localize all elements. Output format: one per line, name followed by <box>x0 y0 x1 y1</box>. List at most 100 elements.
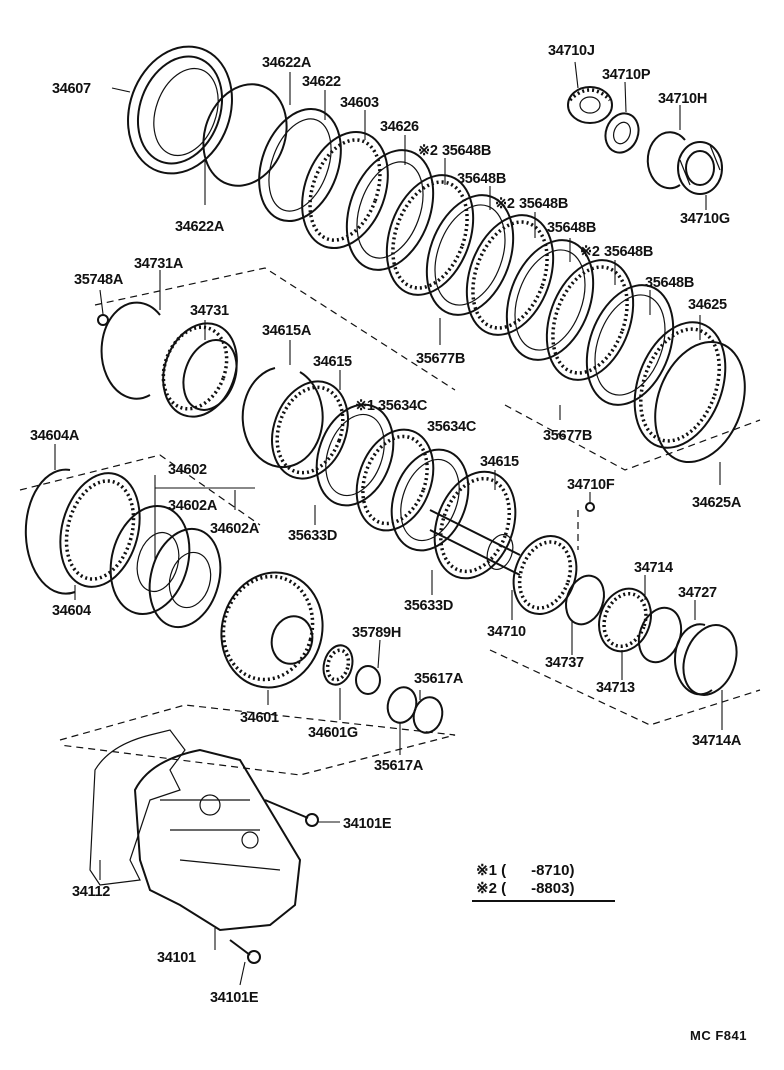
piston-34622 <box>258 107 342 223</box>
legend: ※1 ( -8710) ※2 ( -8803) <box>472 862 615 902</box>
label-35648B-c: 35648B <box>519 196 568 212</box>
label-35617A-b: 35617A <box>374 758 424 774</box>
label-34714: 34714 <box>634 560 673 576</box>
race-34714 <box>637 606 683 664</box>
label-35617A-a: 35617A <box>414 671 464 687</box>
mark-2-a: ※2 <box>418 143 438 159</box>
flange-34625 <box>633 321 727 449</box>
label-34626: 34626 <box>380 119 419 135</box>
label-34710F: 34710F <box>567 477 615 493</box>
case-34101 <box>133 748 302 932</box>
label-35648B-b: 35648B <box>457 171 506 187</box>
clutch-plate-stack <box>385 174 675 406</box>
snap-ring-34625A <box>654 340 746 464</box>
o-rings-34602A <box>148 527 222 629</box>
label-34727: 34727 <box>678 585 717 601</box>
label-35648B-a: 35648B <box>442 143 491 159</box>
label-34615-lower: 34615 <box>480 454 519 470</box>
label-34622A-bottom: 34622A <box>175 219 225 235</box>
plate-34615-lower <box>433 470 517 580</box>
plate-34615-upper <box>271 380 349 480</box>
bearing-34710G <box>677 141 723 195</box>
label-34731A: 34731A <box>134 256 184 272</box>
label-34607: 34607 <box>52 81 91 97</box>
label-34710: 34710 <box>487 624 526 640</box>
bearing-34601G <box>322 644 354 686</box>
snap-ring-34714A <box>682 624 738 696</box>
label-34604: 34604 <box>52 603 91 619</box>
label-35789H: 35789H <box>352 625 401 641</box>
snap-ring-34710H <box>646 131 686 190</box>
mark-2-c: ※2 <box>580 244 600 260</box>
label-35633D-b: 35633D <box>404 598 453 614</box>
label-35648B-e: 35648B <box>604 244 653 260</box>
label-34622: 34622 <box>302 74 341 90</box>
label-34710P: 34710P <box>602 67 651 83</box>
clutch-drum-34607 <box>127 45 233 175</box>
washer-34710P <box>604 112 640 154</box>
group-outline-upper <box>94 267 761 471</box>
label-34101: 34101 <box>157 950 196 966</box>
group-outline-middle <box>19 454 761 726</box>
snap-ring-34622A-top <box>202 83 288 187</box>
label-34625A: 34625A <box>692 495 742 511</box>
label-34710J: 34710J <box>548 43 595 59</box>
seal-rings-35617A <box>386 686 444 734</box>
bolt-34101E-lower <box>229 939 261 964</box>
snap-ring-34604A <box>24 468 76 595</box>
label-35634C-a: 35634C <box>378 398 428 414</box>
label-35748A: 35748A <box>74 272 124 288</box>
gasket-34112 <box>89 729 186 886</box>
piston-34602 <box>109 504 191 616</box>
plate-34626 <box>345 149 435 271</box>
label-34603: 34603 <box>340 95 379 111</box>
label-34602A-a: 34602A <box>168 498 218 514</box>
shaft-34710 <box>429 509 578 615</box>
gear-34713 <box>598 587 652 653</box>
label-34737: 34737 <box>545 655 584 671</box>
legend-row-1: ※1 ( -8710) <box>476 862 574 879</box>
label-34101E-upper: 34101E <box>343 816 392 832</box>
washer-35789H <box>355 665 381 695</box>
label-34731: 34731 <box>190 303 229 319</box>
label-34625: 34625 <box>688 297 727 313</box>
label-34615A: 34615A <box>262 323 312 339</box>
mark-2-b: ※2 <box>495 196 515 212</box>
label-34101E-lower: 34101E <box>210 990 259 1006</box>
pin-35748A <box>97 314 109 326</box>
label-34622A-top: 34622A <box>262 55 312 71</box>
legend-row-2: ※2 ( -8803) <box>476 880 574 897</box>
one-way-clutch-34731 <box>161 322 238 418</box>
return-spring-34603 <box>301 130 389 250</box>
gear-drum-34601 <box>220 571 324 689</box>
snap-ring-34731A <box>100 301 161 400</box>
group-outline-lower <box>59 704 456 776</box>
figure-code: MC F841 <box>690 1028 747 1043</box>
snap-ring-34615A <box>241 367 324 469</box>
label-35677B-b: 35677B <box>543 428 592 444</box>
label-35648B-f: 35648B <box>645 275 694 291</box>
label-34713: 34713 <box>596 680 635 696</box>
bolt-34101E-upper <box>264 799 319 827</box>
label-34601G: 34601G <box>308 725 358 741</box>
label-34710G: 34710G <box>680 211 730 227</box>
label-34601: 34601 <box>240 710 279 726</box>
label-34714A: 34714A <box>692 733 742 749</box>
drum-34604 <box>59 472 141 588</box>
label-35633D-a: 35633D <box>288 528 337 544</box>
label-34602: 34602 <box>168 462 207 478</box>
nut-34710J <box>567 86 613 124</box>
label-34615-upper: 34615 <box>313 354 352 370</box>
label-34602A-b: 34602A <box>210 521 260 537</box>
label-34604A: 34604A <box>30 428 80 444</box>
discs-35634C <box>315 403 470 552</box>
label-34112: 34112 <box>72 884 110 900</box>
pin-34710F <box>577 502 595 550</box>
label-35648B-d: 35648B <box>547 220 596 236</box>
label-35677B-a: 35677B <box>416 351 465 367</box>
mark-1: ※1 <box>355 398 375 414</box>
label-35634C-b: 35634C <box>427 419 477 435</box>
bearing-34737 <box>565 574 605 626</box>
leader-lines <box>54 61 723 986</box>
